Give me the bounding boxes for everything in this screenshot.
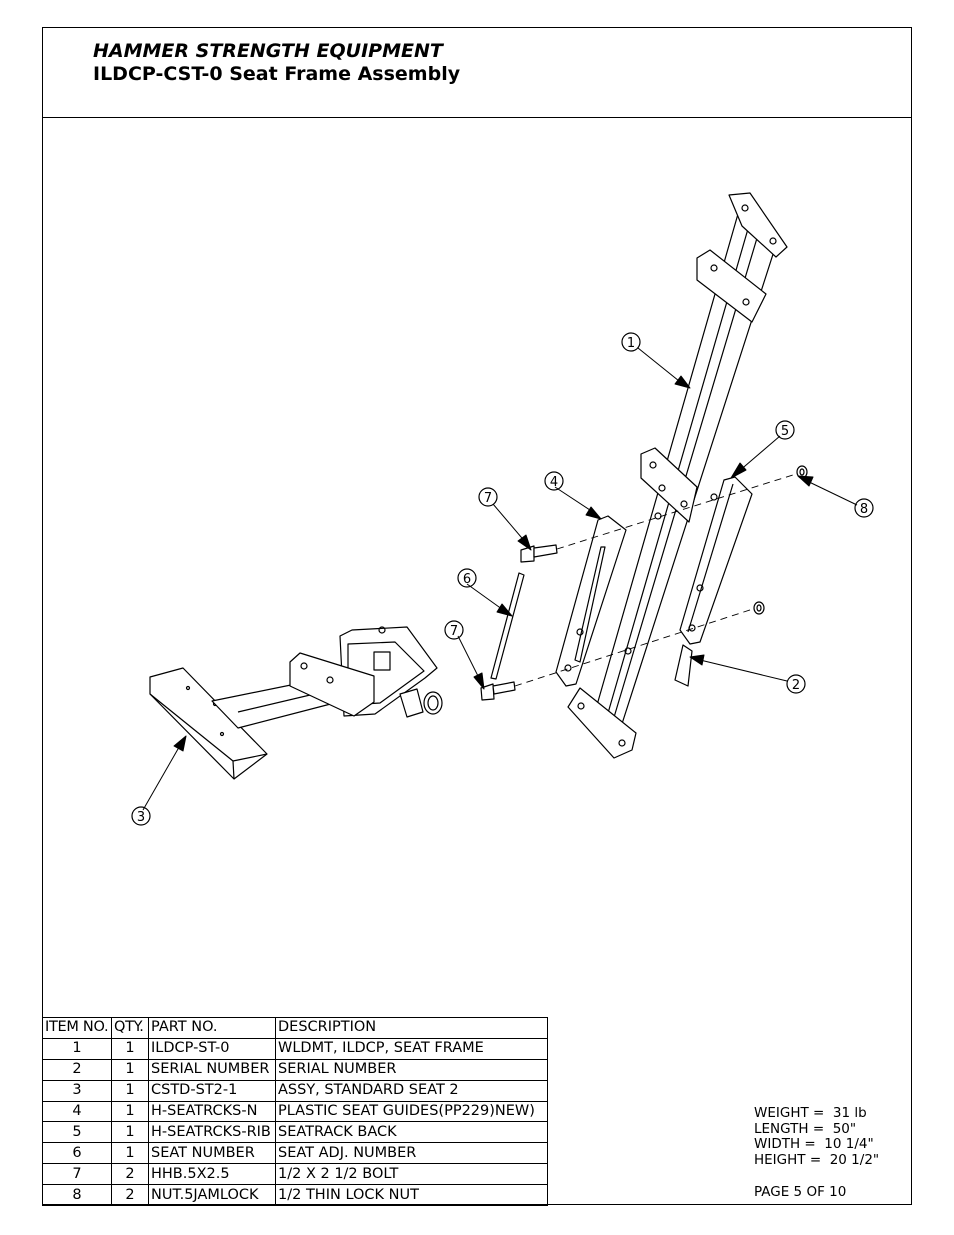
callout-balloons: 1 5 4 7 8 6 7 2 3 <box>131 332 874 826</box>
bom-header-item: ITEM NO. <box>42 1017 112 1039</box>
bom-part-no: SERIAL NUMBER <box>148 1058 276 1081</box>
bom-description: 1/2 X 2 1/2 BOLT <box>275 1163 548 1186</box>
bom-description: ASSY, STANDARD SEAT 2 <box>275 1079 548 1102</box>
callout-7-lower: 7 <box>444 620 464 640</box>
page-number: PAGE 5 OF 10 <box>754 1184 847 1200</box>
bom-qty: 1 <box>111 1058 149 1081</box>
bom-part-no: H-SEATRCKS-RIB <box>148 1121 276 1144</box>
table-row: 4 1 H-SEATRCKS-N PLASTIC SEAT GUIDES(PP2… <box>42 1100 548 1123</box>
table-row: 5 1 H-SEATRCKS-RIB SEATRACK BACK <box>42 1121 548 1144</box>
seatrack-back <box>679 476 753 645</box>
svg-text:5: 5 <box>781 424 789 439</box>
table-row: 6 1 SEAT NUMBER SEAT ADJ. NUMBER <box>42 1142 548 1165</box>
callout-leaders <box>142 347 858 811</box>
callout-2: 2 <box>786 674 806 694</box>
bom-item-no: 2 <box>42 1058 112 1081</box>
bom-qty: 2 <box>111 1184 149 1207</box>
bom-header-qty: QTY. <box>111 1017 149 1039</box>
serial-number-tag <box>674 644 693 687</box>
plastic-seat-guide <box>555 515 627 687</box>
callout-1: 1 <box>621 332 641 352</box>
bom-item-no: 8 <box>42 1184 112 1207</box>
bom-header-row: ITEM NO. QTY. PART NO. DESCRIPTION <box>42 1017 548 1039</box>
bom-qty: 1 <box>111 1121 149 1144</box>
bom-item-no: 5 <box>42 1121 112 1144</box>
assembly-centerlines <box>514 473 797 687</box>
seat-adj-number-strip <box>490 572 525 680</box>
bom-description: SERIAL NUMBER <box>275 1058 548 1081</box>
bom-part-no: H-SEATRCKS-N <box>148 1100 276 1123</box>
bom-part-no: HHB.5X2.5 <box>148 1163 276 1186</box>
bom-description: 1/2 THIN LOCK NUT <box>275 1184 548 1207</box>
bom-item-no: 1 <box>42 1037 112 1060</box>
bom-qty: 1 <box>111 1079 149 1102</box>
bom-header-description: DESCRIPTION <box>275 1017 548 1039</box>
bom-part-no: CSTD-ST2-1 <box>148 1079 276 1102</box>
bom-part-no: ILDCP-ST-0 <box>148 1037 276 1060</box>
svg-text:7: 7 <box>450 624 458 639</box>
spec-length: LENGTH = 50" <box>754 1120 857 1137</box>
bom-part-no: SEAT NUMBER <box>148 1142 276 1165</box>
callout-8: 8 <box>854 498 874 518</box>
svg-text:4: 4 <box>550 475 558 490</box>
bom-item-no: 7 <box>42 1163 112 1186</box>
callout-5: 5 <box>775 420 795 440</box>
svg-text:3: 3 <box>137 810 145 825</box>
callout-6: 6 <box>457 568 477 588</box>
callout-3: 3 <box>131 806 151 826</box>
title-block: HAMMER STRENGTH EQUIPMENT ILDCP-CST-0 Se… <box>43 28 911 118</box>
bolt-lower <box>480 681 516 701</box>
bom-part-no: NUT.5JAMLOCK <box>148 1184 276 1207</box>
bom-description: SEAT ADJ. NUMBER <box>275 1142 548 1165</box>
svg-text:6: 6 <box>463 572 471 587</box>
bom-item-no: 3 <box>42 1079 112 1102</box>
drawing-title: ILDCP-CST-0 Seat Frame Assembly <box>93 63 461 85</box>
seat-frame-weldment <box>567 192 788 759</box>
bom-qty: 1 <box>111 1100 149 1123</box>
svg-text:7: 7 <box>484 491 492 506</box>
bill-of-materials: ITEM NO. QTY. PART NO. DESCRIPTION 1 1 I… <box>42 1017 548 1207</box>
bom-item-no: 4 <box>42 1100 112 1123</box>
bom-header-part: PART NO. <box>148 1017 276 1039</box>
svg-text:8: 8 <box>860 502 868 517</box>
svg-text:2: 2 <box>792 678 800 693</box>
table-row: 1 1 ILDCP-ST-0 WLDMT, ILDCP, SEAT FRAME <box>42 1037 548 1060</box>
bom-description: WLDMT, ILDCP, SEAT FRAME <box>275 1037 548 1060</box>
assembly-specs: WEIGHT = 31 lb LENGTH = 50" WIDTH = 10 1… <box>754 1105 880 1168</box>
bom-qty: 1 <box>111 1142 149 1165</box>
bom-description: PLASTIC SEAT GUIDES(PP229)NEW) <box>275 1100 548 1123</box>
bolt-upper <box>520 544 558 563</box>
standard-seat-assembly <box>149 626 443 780</box>
table-row: 3 1 CSTD-ST2-1 ASSY, STANDARD SEAT 2 <box>42 1079 548 1102</box>
callout-4: 4 <box>544 471 564 491</box>
bom-qty: 1 <box>111 1037 149 1060</box>
bom-description: SEATRACK BACK <box>275 1121 548 1144</box>
bom-qty: 2 <box>111 1163 149 1186</box>
table-row: 7 2 HHB.5X2.5 1/2 X 2 1/2 BOLT <box>42 1163 548 1186</box>
table-row: 2 1 SERIAL NUMBER SERIAL NUMBER <box>42 1058 548 1081</box>
table-row: 8 2 NUT.5JAMLOCK 1/2 THIN LOCK NUT <box>42 1184 548 1207</box>
spec-width: WIDTH = 10 1/4" <box>754 1136 874 1152</box>
callout-7-upper: 7 <box>478 487 498 507</box>
spec-height: HEIGHT = 20 1/2" <box>754 1151 880 1168</box>
bom-item-no: 6 <box>42 1142 112 1165</box>
spec-weight: WEIGHT = 31 lb <box>754 1105 867 1121</box>
company-name: HAMMER STRENGTH EQUIPMENT <box>93 40 443 62</box>
lock-nut-lower <box>753 601 765 615</box>
svg-text:1: 1 <box>627 336 635 351</box>
